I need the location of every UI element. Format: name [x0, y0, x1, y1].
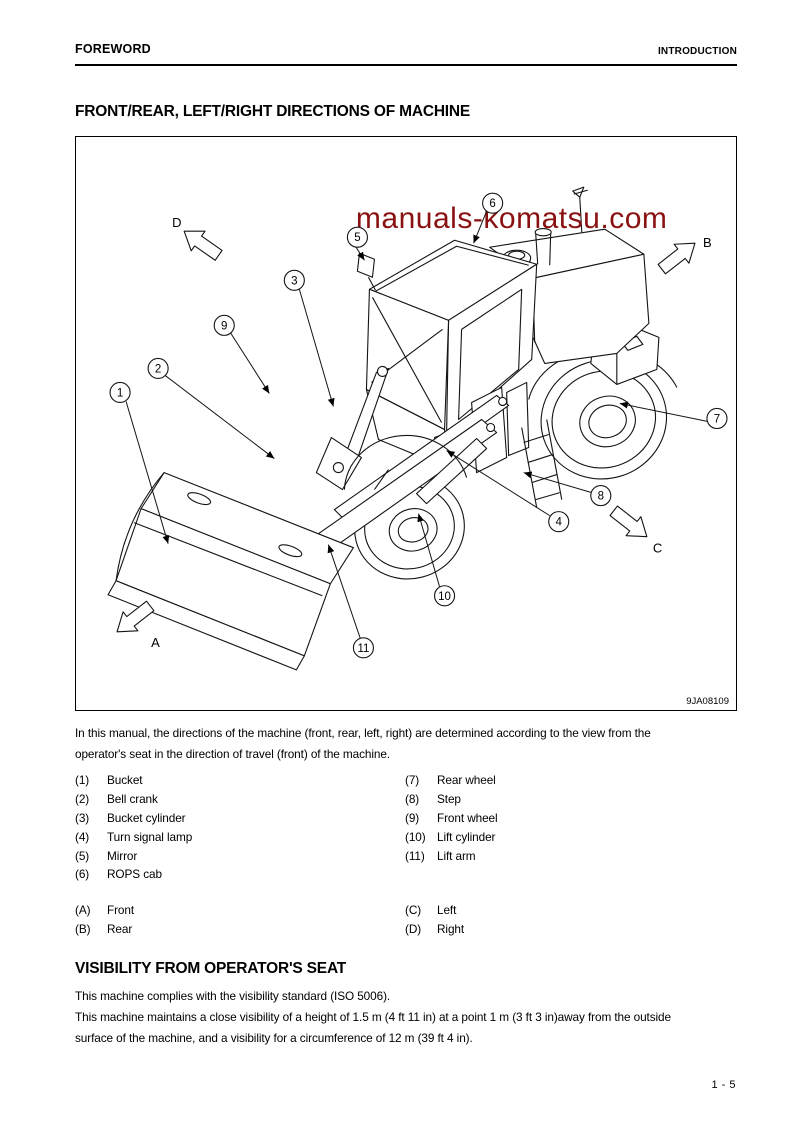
header-introduction: INTRODUCTION [657, 46, 737, 57]
svg-text:9: 9 [221, 320, 227, 332]
callout-leaders [126, 211, 708, 639]
callout-3: 3 [284, 270, 304, 290]
arrow-front-label: A [151, 635, 160, 650]
bucket-drawing [108, 473, 353, 670]
exhaust-stack-drawing [535, 229, 551, 266]
callout-8: 8 [591, 486, 611, 506]
arrow-left [606, 501, 654, 546]
header-foreword: FOREWORD [75, 42, 151, 56]
direction-list-left: (A)Front (B)Rear [75, 901, 395, 939]
arrow-right-label: D [172, 215, 181, 230]
direction-item: (C)Left [405, 903, 457, 917]
svg-text:6: 6 [489, 198, 495, 210]
wheel-loader-line-drawing: manuals-komatsu.com 1 [76, 137, 729, 707]
svg-text:7: 7 [714, 413, 720, 425]
rear-wheel-drawing [526, 344, 683, 495]
part-item: (3)Bucket cylinder [75, 810, 186, 825]
direction-item: (B)Rear [75, 921, 133, 936]
callout-1: 1 [110, 382, 130, 402]
arrow-left-label: C [653, 541, 662, 556]
visibility-line-3: surface of the machine, and a visibility… [75, 1031, 473, 1045]
visibility-line-2: This machine maintains a close visibilit… [75, 1010, 671, 1024]
svg-text:8: 8 [598, 491, 604, 503]
part-item: (5)Mirror [75, 848, 138, 863]
watermark-text: manuals-komatsu.com [356, 202, 668, 235]
visibility-line-1: This machine complies with the visibilit… [75, 989, 391, 1003]
parts-list-left: (1)Bucket (2)Bell crank (3)Bucket cylind… [75, 771, 395, 884]
svg-text:3: 3 [291, 275, 297, 287]
parts-list-right: (7)Rear wheel (8)Step (9)Front wheel (10… [405, 771, 725, 865]
callout-9: 9 [214, 315, 234, 335]
direction-list-right: (C)Left (D)Right [405, 901, 725, 939]
intro-line-2: operator's seat in the direction of trav… [75, 747, 390, 761]
arrow-rear-label: B [703, 235, 712, 250]
engine-hood-drawing [76, 137, 677, 399]
callout-5: 5 [347, 227, 367, 247]
part-item: (8)Step [405, 791, 461, 806]
callout-11: 11 [353, 638, 373, 658]
header-rule [75, 64, 737, 67]
callout-10: 10 [435, 586, 455, 606]
direction-arrows: A B C D [110, 215, 712, 650]
rops-cab-drawing [366, 240, 536, 467]
part-item: (4)Turn signal lamp [75, 829, 193, 844]
svg-text:5: 5 [354, 232, 360, 244]
intro-line-1: In this manual, the directions of the ma… [75, 726, 651, 740]
figure-code: 9JA08109 [686, 696, 729, 707]
directions-section-title: FRONT/REAR, LEFT/RIGHT DIRECTIONS OF MAC… [75, 103, 471, 120]
part-item: (7)Rear wheel [405, 773, 496, 787]
part-item: (9)Front wheel [405, 810, 498, 825]
callout-circles: 1 2 3 4 5 6 7 8 9 10 11 [110, 193, 727, 658]
callout-2: 2 [148, 358, 168, 378]
svg-text:10: 10 [438, 591, 451, 603]
front-fender-drawing [344, 435, 466, 489]
direction-item: (A)Front [75, 903, 135, 917]
visibility-paragraph: This machine maintains a close visibilit… [75, 1007, 743, 1049]
callout-4: 4 [549, 512, 569, 532]
svg-text:2: 2 [155, 363, 161, 375]
direction-item: (D)Right [405, 921, 465, 936]
part-item: (6)ROPS cab [75, 867, 162, 882]
step-drawing [522, 419, 562, 507]
arrow-right [177, 221, 225, 265]
part-item: (2)Bell crank [75, 791, 158, 806]
page-number: 1 - 5 [711, 1079, 736, 1091]
bell-crank-drawing [316, 438, 361, 490]
callout-6: 6 [483, 193, 503, 213]
part-item: (1)Bucket [75, 773, 143, 787]
arrow-rear [654, 234, 702, 279]
part-item: (10)Lift cylinder [405, 829, 496, 844]
machine-directions-figure: manuals-komatsu.com 1 [75, 136, 737, 711]
svg-text:4: 4 [556, 517, 563, 529]
antenna-drawing [573, 187, 588, 232]
svg-text:1: 1 [117, 387, 123, 399]
arrow-front [110, 596, 158, 641]
part-item: (11)Lift arm [405, 848, 476, 863]
visibility-section-title: VISIBILITY FROM OPERATOR'S SEAT [75, 960, 347, 977]
intro-paragraph: In this manual, the directions of the ma… [75, 723, 743, 765]
callout-7: 7 [707, 408, 727, 428]
mirror-drawing [357, 253, 375, 290]
svg-text:11: 11 [357, 643, 369, 655]
